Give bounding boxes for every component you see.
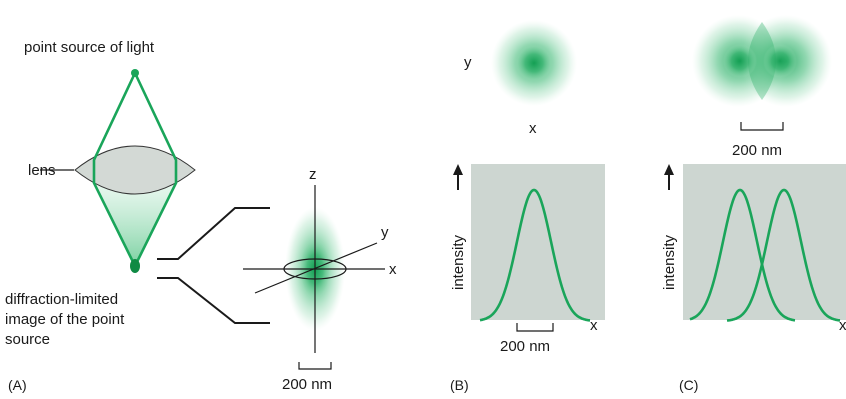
airy-core-c-left [723, 44, 757, 78]
b-axis-x-label: x [529, 120, 537, 137]
panel-a: point source of light lens diffraction-l… [5, 39, 397, 393]
image-label-line-1: diffraction-limited [5, 291, 118, 308]
scale-bar-c [740, 122, 784, 131]
panel-label-b: (B) [450, 377, 469, 393]
intensity-arrow-b [453, 164, 463, 190]
b-plot-xlabel: x [590, 317, 598, 334]
axis-y-label: y [381, 224, 389, 241]
zoom-line-top [157, 207, 270, 260]
c-plot-xlabel: x [839, 317, 846, 334]
y-axis [254, 242, 378, 294]
axis-x-label: x [389, 261, 397, 278]
point-source-dot [131, 69, 139, 77]
b-axis-y-label: y [464, 54, 472, 71]
scale-bar-b [516, 323, 554, 332]
axis-z-label: z [309, 166, 317, 183]
focused-light-cone [96, 183, 175, 268]
c-plot-ylabel: intensity [661, 234, 678, 290]
lens-shape [74, 145, 196, 195]
airy-overlap-c [748, 22, 776, 100]
intensity-arrow-c [664, 164, 674, 190]
b-plot-ylabel: intensity [450, 234, 467, 290]
airy-core-c-right [763, 44, 797, 78]
image-spot [130, 259, 140, 273]
panel-b: y x intensity x 200 nm (B) [450, 20, 605, 393]
image-label-line-2: image of the point [5, 311, 125, 328]
image-label-line-3: source [5, 331, 50, 348]
scale-label-b: 200 nm [500, 338, 550, 355]
intensity-curve-c-right [726, 188, 841, 322]
intensity-curve-b [479, 188, 591, 322]
scale-label-c: 200 nm [732, 142, 782, 159]
airy-core-b [516, 45, 552, 81]
panel-label-a: (A) [8, 377, 27, 393]
scale-label-a: 200 nm [282, 376, 332, 393]
focal-plane-ellipse [283, 258, 347, 280]
intensity-curve-c-left [689, 188, 796, 322]
panel-c: 200 nm intensity x (C) [661, 15, 846, 393]
point-source-label: point source of light [24, 39, 155, 56]
zoom-line-bottom [157, 277, 270, 324]
panel-label-c: (C) [679, 377, 698, 393]
intensity-plot-b [471, 164, 605, 320]
scale-bar-a [298, 362, 332, 370]
